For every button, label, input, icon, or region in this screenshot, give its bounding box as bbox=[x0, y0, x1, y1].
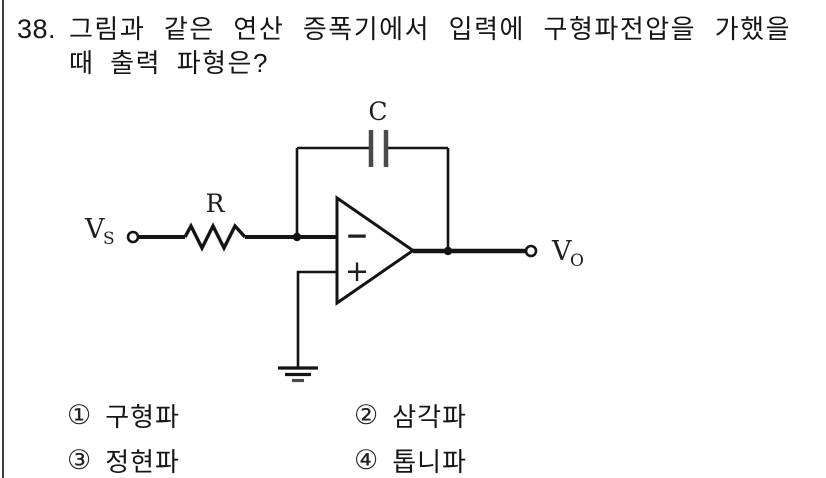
capacitor-label: C bbox=[368, 97, 387, 126]
option-1-label: 구형파 bbox=[105, 402, 180, 432]
capacitor-plates-icon bbox=[368, 130, 389, 167]
resistor-label: R bbox=[206, 189, 226, 218]
option-1-circled-number: ① bbox=[67, 400, 93, 430]
output-voltage-label: V bbox=[551, 236, 572, 267]
option-2-label: 삼각파 bbox=[392, 402, 467, 432]
opamp-integrator-circuit-diagram: C V S R − + bbox=[84, 97, 584, 383]
answer-option-1[interactable]: ① 구형파 bbox=[67, 397, 180, 434]
inverting-input-minus-sign: − bbox=[345, 219, 368, 252]
question-block: 38. 그림과 같은 연산 증폭기에서 입력에 구형파전압을 가했을 때 출력 … bbox=[17, 12, 797, 80]
non-inverting-input-plus-sign: + bbox=[345, 254, 369, 288]
option-4-label: 톱니파 bbox=[392, 447, 467, 477]
option-3-circled-number: ③ bbox=[67, 445, 93, 475]
option-3-label: 정현파 bbox=[105, 447, 180, 477]
output-terminal-node bbox=[524, 244, 538, 258]
question-number: 38. bbox=[17, 14, 57, 44]
answer-option-4[interactable]: ④ 톱니파 bbox=[354, 442, 467, 478]
ground-icon bbox=[278, 366, 318, 383]
option-4-circled-number: ④ bbox=[354, 445, 380, 475]
resistor-zigzag-icon bbox=[183, 222, 247, 252]
column-divider-line bbox=[2, 0, 4, 478]
junction-dot-input bbox=[292, 232, 302, 242]
output-voltage-subscript: O bbox=[570, 251, 584, 271]
opamp-triangle bbox=[335, 195, 416, 306]
question-text: 그림과 같은 연산 증폭기에서 입력에 구형파전압을 가했을 때 출력 파형은? bbox=[69, 12, 791, 80]
input-terminal-node bbox=[126, 230, 140, 244]
option-2-circled-number: ② bbox=[354, 400, 380, 430]
question-text-line2: 때 출력 파형은? bbox=[69, 48, 269, 78]
question-text-line1: 그림과 같은 연산 증폭기에서 입력에 구형파전압을 가했을 bbox=[69, 14, 791, 44]
input-voltage-label: V bbox=[84, 214, 105, 245]
input-voltage-subscript: S bbox=[103, 229, 115, 249]
junction-dot-output bbox=[443, 246, 453, 256]
answer-option-3[interactable]: ③ 정현파 bbox=[67, 442, 180, 478]
non-inverting-input-wire bbox=[296, 270, 337, 368]
answer-option-2[interactable]: ② 삼각파 bbox=[354, 397, 467, 434]
